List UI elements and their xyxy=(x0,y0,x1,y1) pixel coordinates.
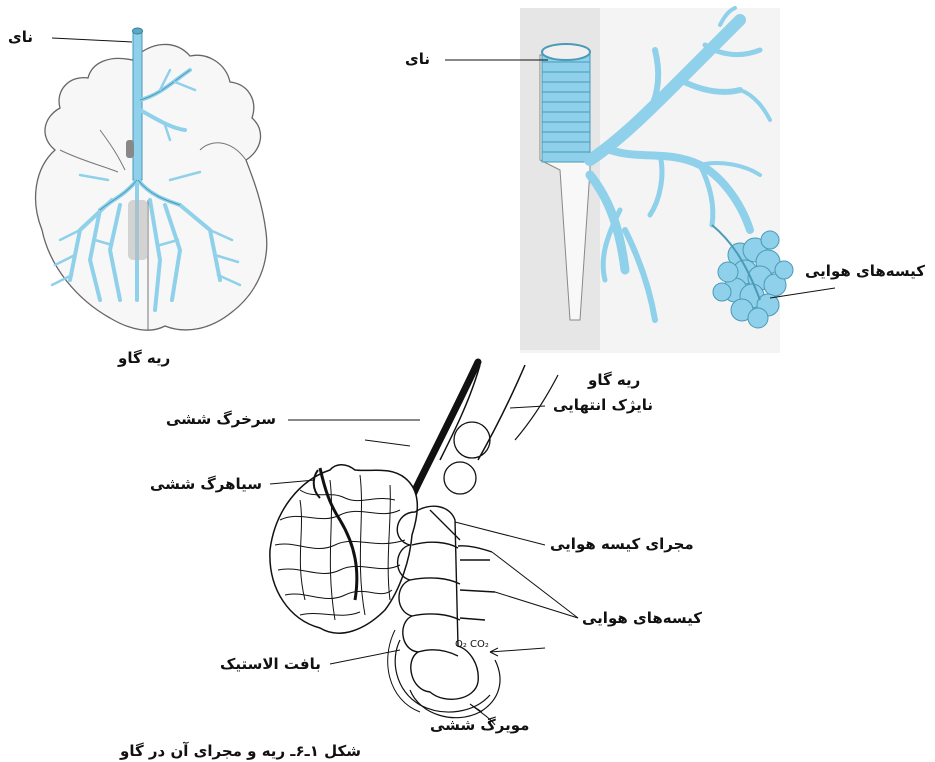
alveolar-duct-leader xyxy=(455,522,545,545)
left-lung-outline xyxy=(36,44,267,330)
left-lung-diagram xyxy=(36,28,267,330)
label-alveolar-duct: مجرای کیسه هوایی xyxy=(550,537,694,552)
caption-left-lung: ریه گاو xyxy=(118,351,170,366)
left-trachea-top xyxy=(133,28,143,34)
gas-exchange-arrow xyxy=(490,648,545,652)
figure-caption: شکل ۱ـ۶ـ ریه و مجرای آن در گاو xyxy=(120,744,361,759)
label-gas-exchange: O₂ CO₂ xyxy=(455,640,489,650)
right-trachea-opening xyxy=(542,44,590,60)
label-elastic-tissue: بافت الاستیک xyxy=(220,657,321,672)
capillary-network xyxy=(270,465,417,633)
terminal-bronchiole-tube xyxy=(440,365,480,460)
label-trachea-right: نای xyxy=(405,52,430,67)
label-pulmonary-vein: سیاهرگ ششی xyxy=(150,477,262,492)
caption-right-lung: ریه گاو xyxy=(588,373,640,388)
left-trachea xyxy=(133,30,142,180)
trachea-left-leader xyxy=(52,38,132,42)
label-terminal-bronchiole: نایژک انتهایی xyxy=(553,398,653,413)
upper-sac-1 xyxy=(454,422,490,458)
right-bronchial-diagram xyxy=(445,8,835,353)
elastic-leader xyxy=(330,650,400,664)
label-air-sacs-bottom: کیسه‌های هوایی xyxy=(582,611,702,626)
capillary-loop xyxy=(410,660,500,718)
terminal-bronchiole-tube-2 xyxy=(478,365,525,460)
label-trachea-left: نای xyxy=(8,30,33,45)
label-pulmonary-artery: سرخرگ ششی xyxy=(166,412,276,427)
left-hilum-node-2 xyxy=(128,200,148,260)
upper-sac-2 xyxy=(444,462,476,494)
air-sacs-bottom-leader-2 xyxy=(495,592,578,618)
left-hilum-node xyxy=(126,140,134,158)
artery-leader-2 xyxy=(365,440,410,446)
label-air-sacs-top: کیسه‌های هوایی xyxy=(805,264,925,279)
right-trachea-rings xyxy=(542,52,590,162)
label-capillary: مویرگ ششی xyxy=(430,718,529,733)
air-sacs-bottom-leader xyxy=(492,552,578,618)
